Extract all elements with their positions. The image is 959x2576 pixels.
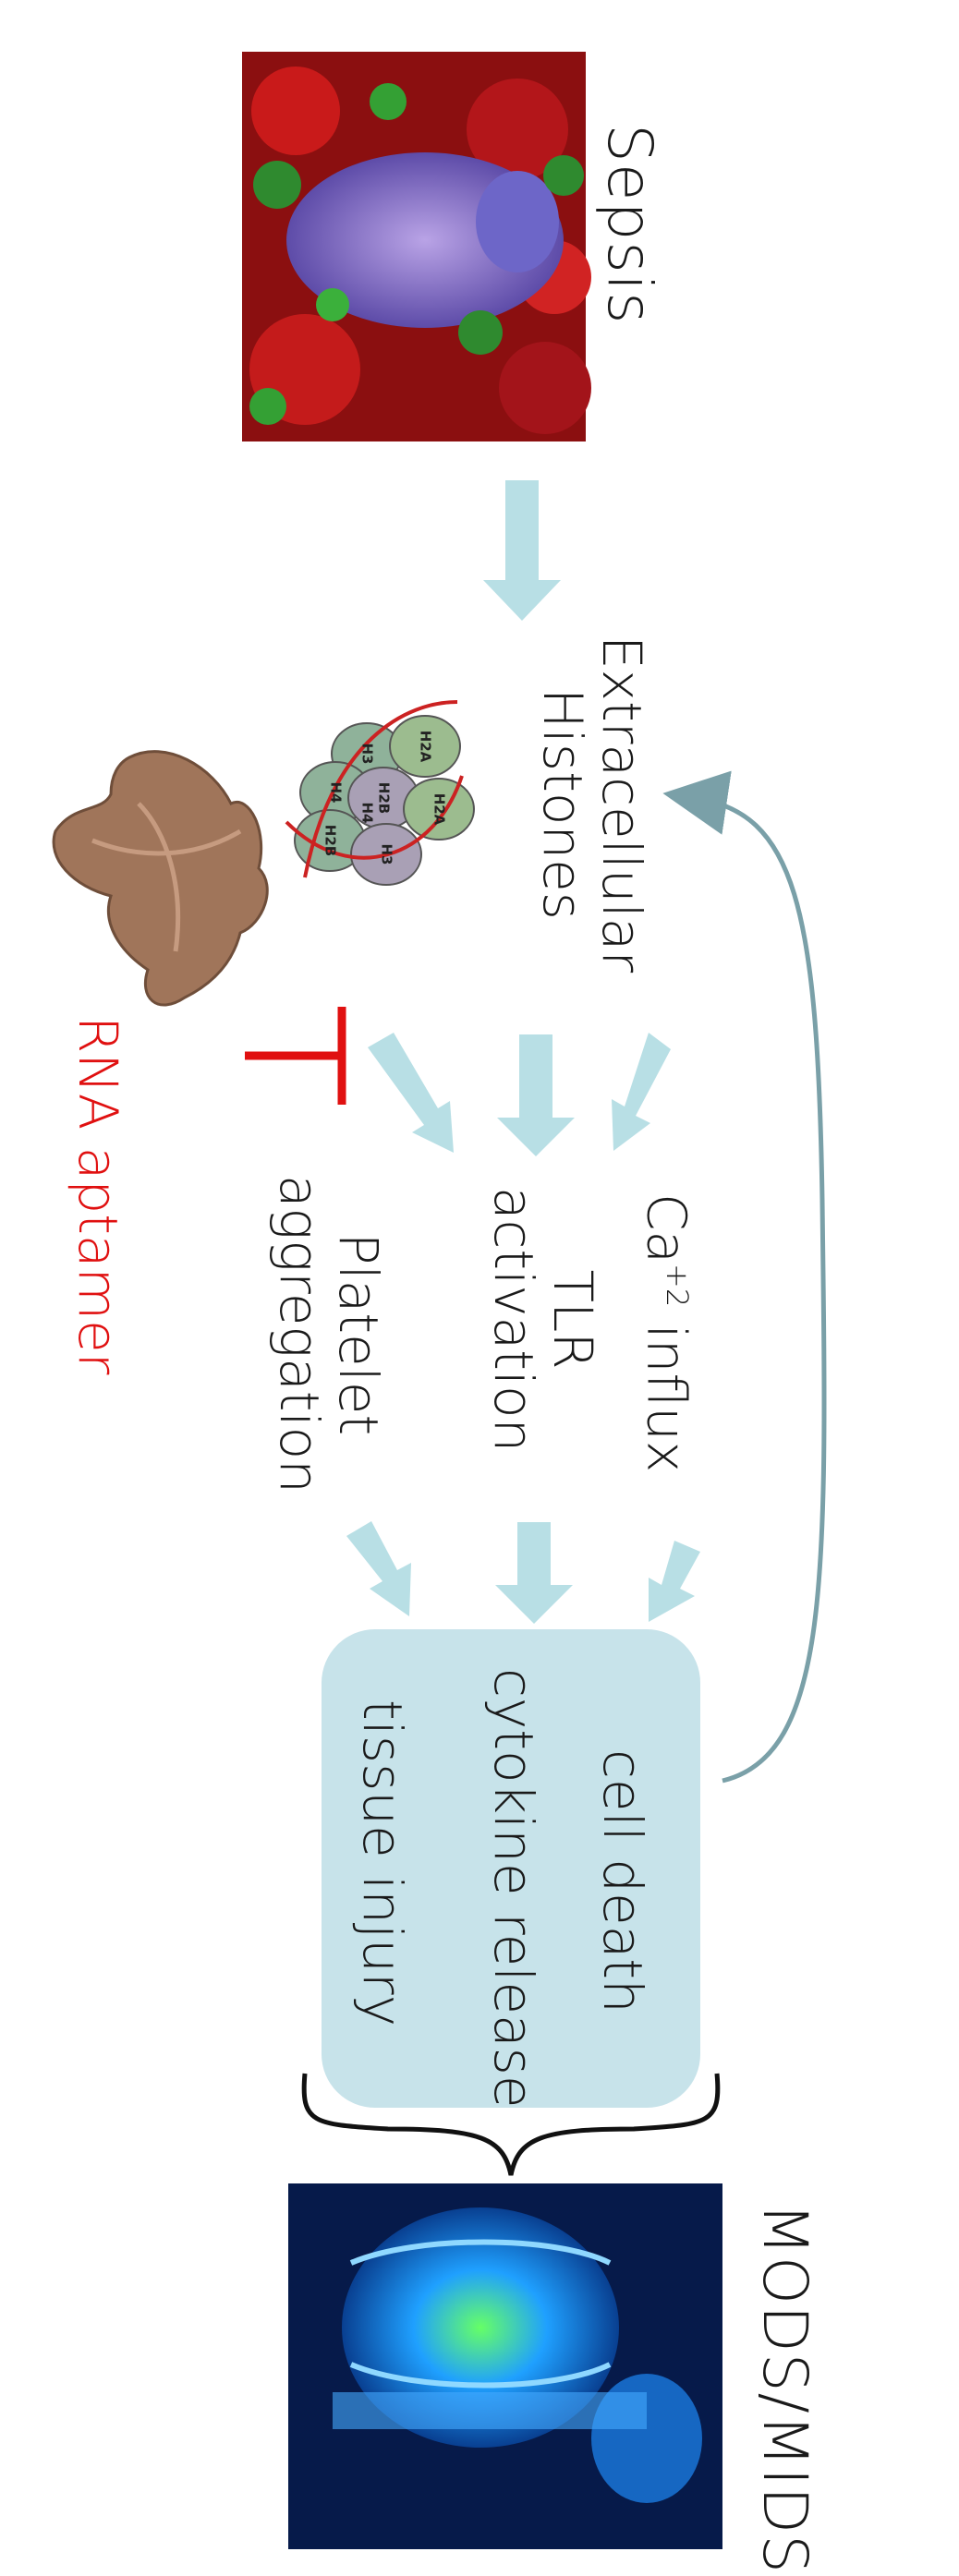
node-mods-mids: MODS/MIDS <box>749 2203 820 2574</box>
node-tlr-activation: TLR activation <box>482 1187 604 1453</box>
histone-icon <box>285 700 475 886</box>
histone-label: H2B <box>322 825 339 856</box>
sepsis-image <box>242 52 591 441</box>
brace <box>301 2073 721 2176</box>
feedback-arrow <box>662 770 827 1784</box>
xray-body-image <box>288 2183 722 2549</box>
aptamer-structure-image <box>52 750 269 1007</box>
diagram-title: Sepsis <box>594 124 665 325</box>
node-histones: Extracellular Histones <box>531 635 653 974</box>
outcome-cytokine-release: cytokine release <box>482 1668 545 2109</box>
histone-label: H2A <box>418 731 434 763</box>
inhibition-bar <box>245 1007 346 1105</box>
arrow-sepsis-to-histones <box>483 480 561 621</box>
node-platelet-aggregation: Platelet aggregation <box>268 1175 390 1494</box>
outcome-box <box>322 1629 700 2108</box>
node-ca-influx: Ca+2 influx <box>635 1193 698 1473</box>
histone-label: H3 <box>379 844 395 865</box>
histone-label: H2B <box>376 782 393 814</box>
histone-label: H3 <box>359 744 376 765</box>
histone-label: H2A <box>431 793 448 826</box>
histone-label: H4 <box>359 803 376 824</box>
outcome-cell-death: cell death <box>591 1749 654 2014</box>
arrows-effects-to-outcomes <box>346 1521 700 1624</box>
outcome-tissue-injury: tissue injury <box>351 1699 414 2027</box>
node-rna-aptamer: RNA aptamer <box>67 1016 129 1375</box>
histone-label: H4 <box>328 782 345 804</box>
arrows-histones-to-effects <box>368 1033 671 1156</box>
